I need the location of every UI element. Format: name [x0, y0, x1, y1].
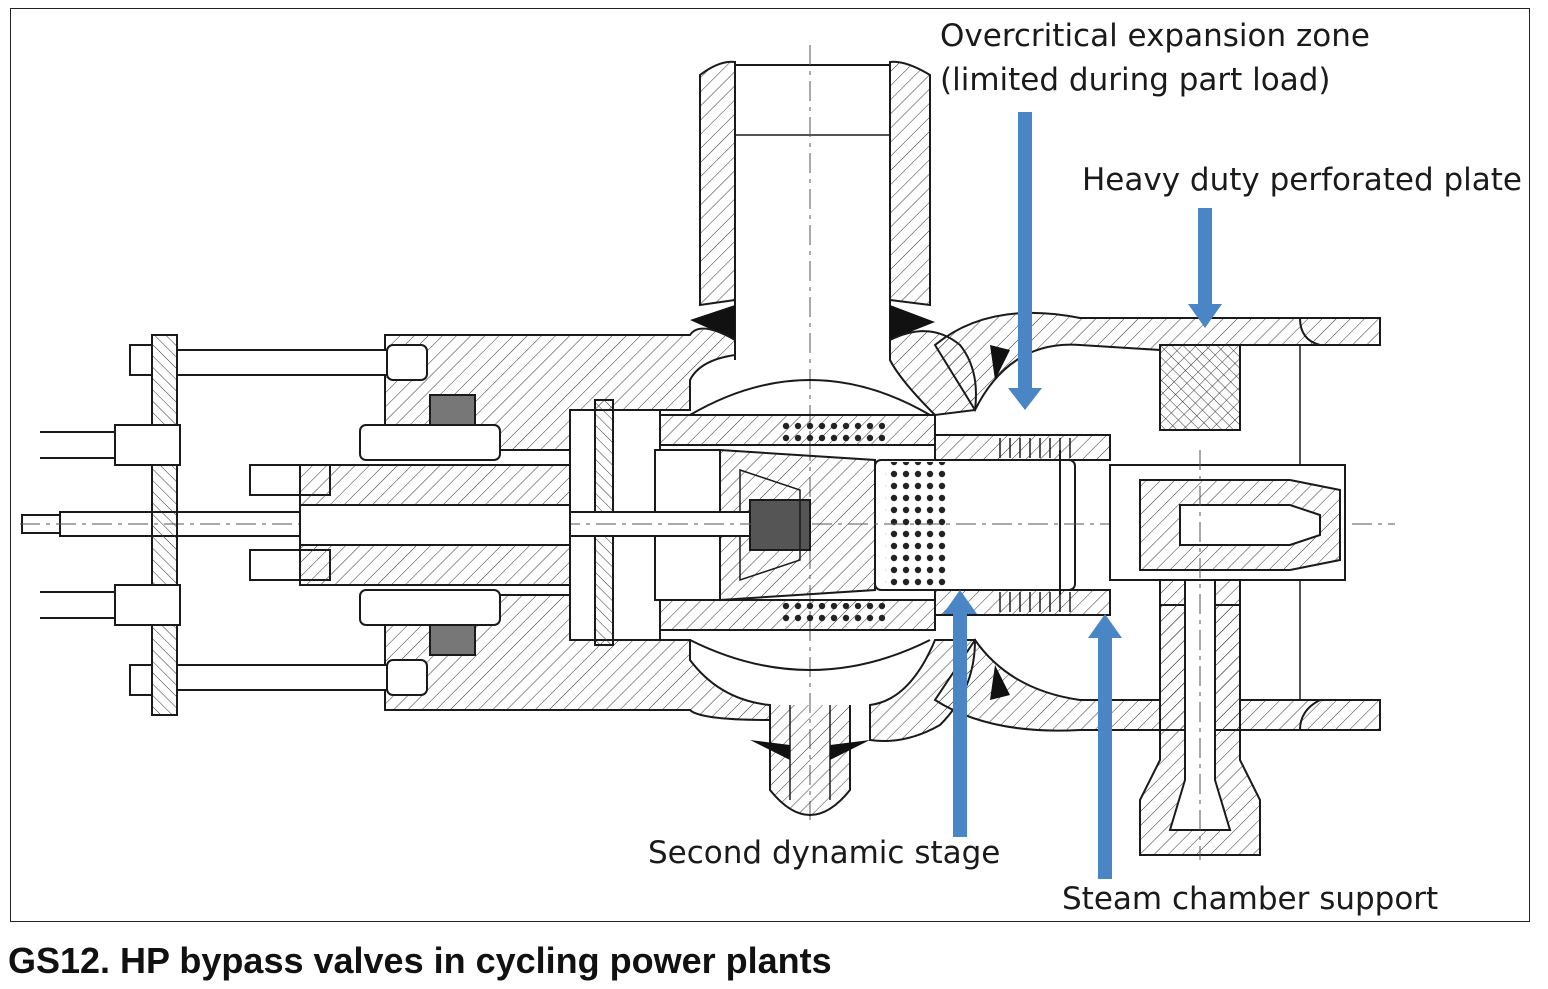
label-perforated-plate: Heavy duty perforated plate [1082, 162, 1522, 198]
label-expansion-zone-line2: (limited during part load) [940, 62, 1331, 98]
label-expansion-zone-line1: Overcritical expansion zone [940, 18, 1370, 54]
steam-chamber [1109, 450, 1346, 860]
arrow-expansion-zone [1008, 112, 1042, 410]
arrow-second-stage [943, 590, 977, 837]
outlet-housing [933, 311, 1381, 732]
label-second-stage: Second dynamic stage [648, 835, 1001, 871]
label-chamber-support: Steam chamber support [1062, 881, 1439, 917]
arrows [943, 112, 1222, 879]
bonnet-yoke [40, 334, 571, 716]
arrow-perforated-plate [1188, 208, 1222, 328]
valve-body [384, 327, 977, 817]
perforated-cage [659, 414, 1111, 631]
figure-caption: GS12. HP bypass valves in cycling power … [8, 940, 832, 981]
arrow-chamber-support [1088, 614, 1122, 879]
